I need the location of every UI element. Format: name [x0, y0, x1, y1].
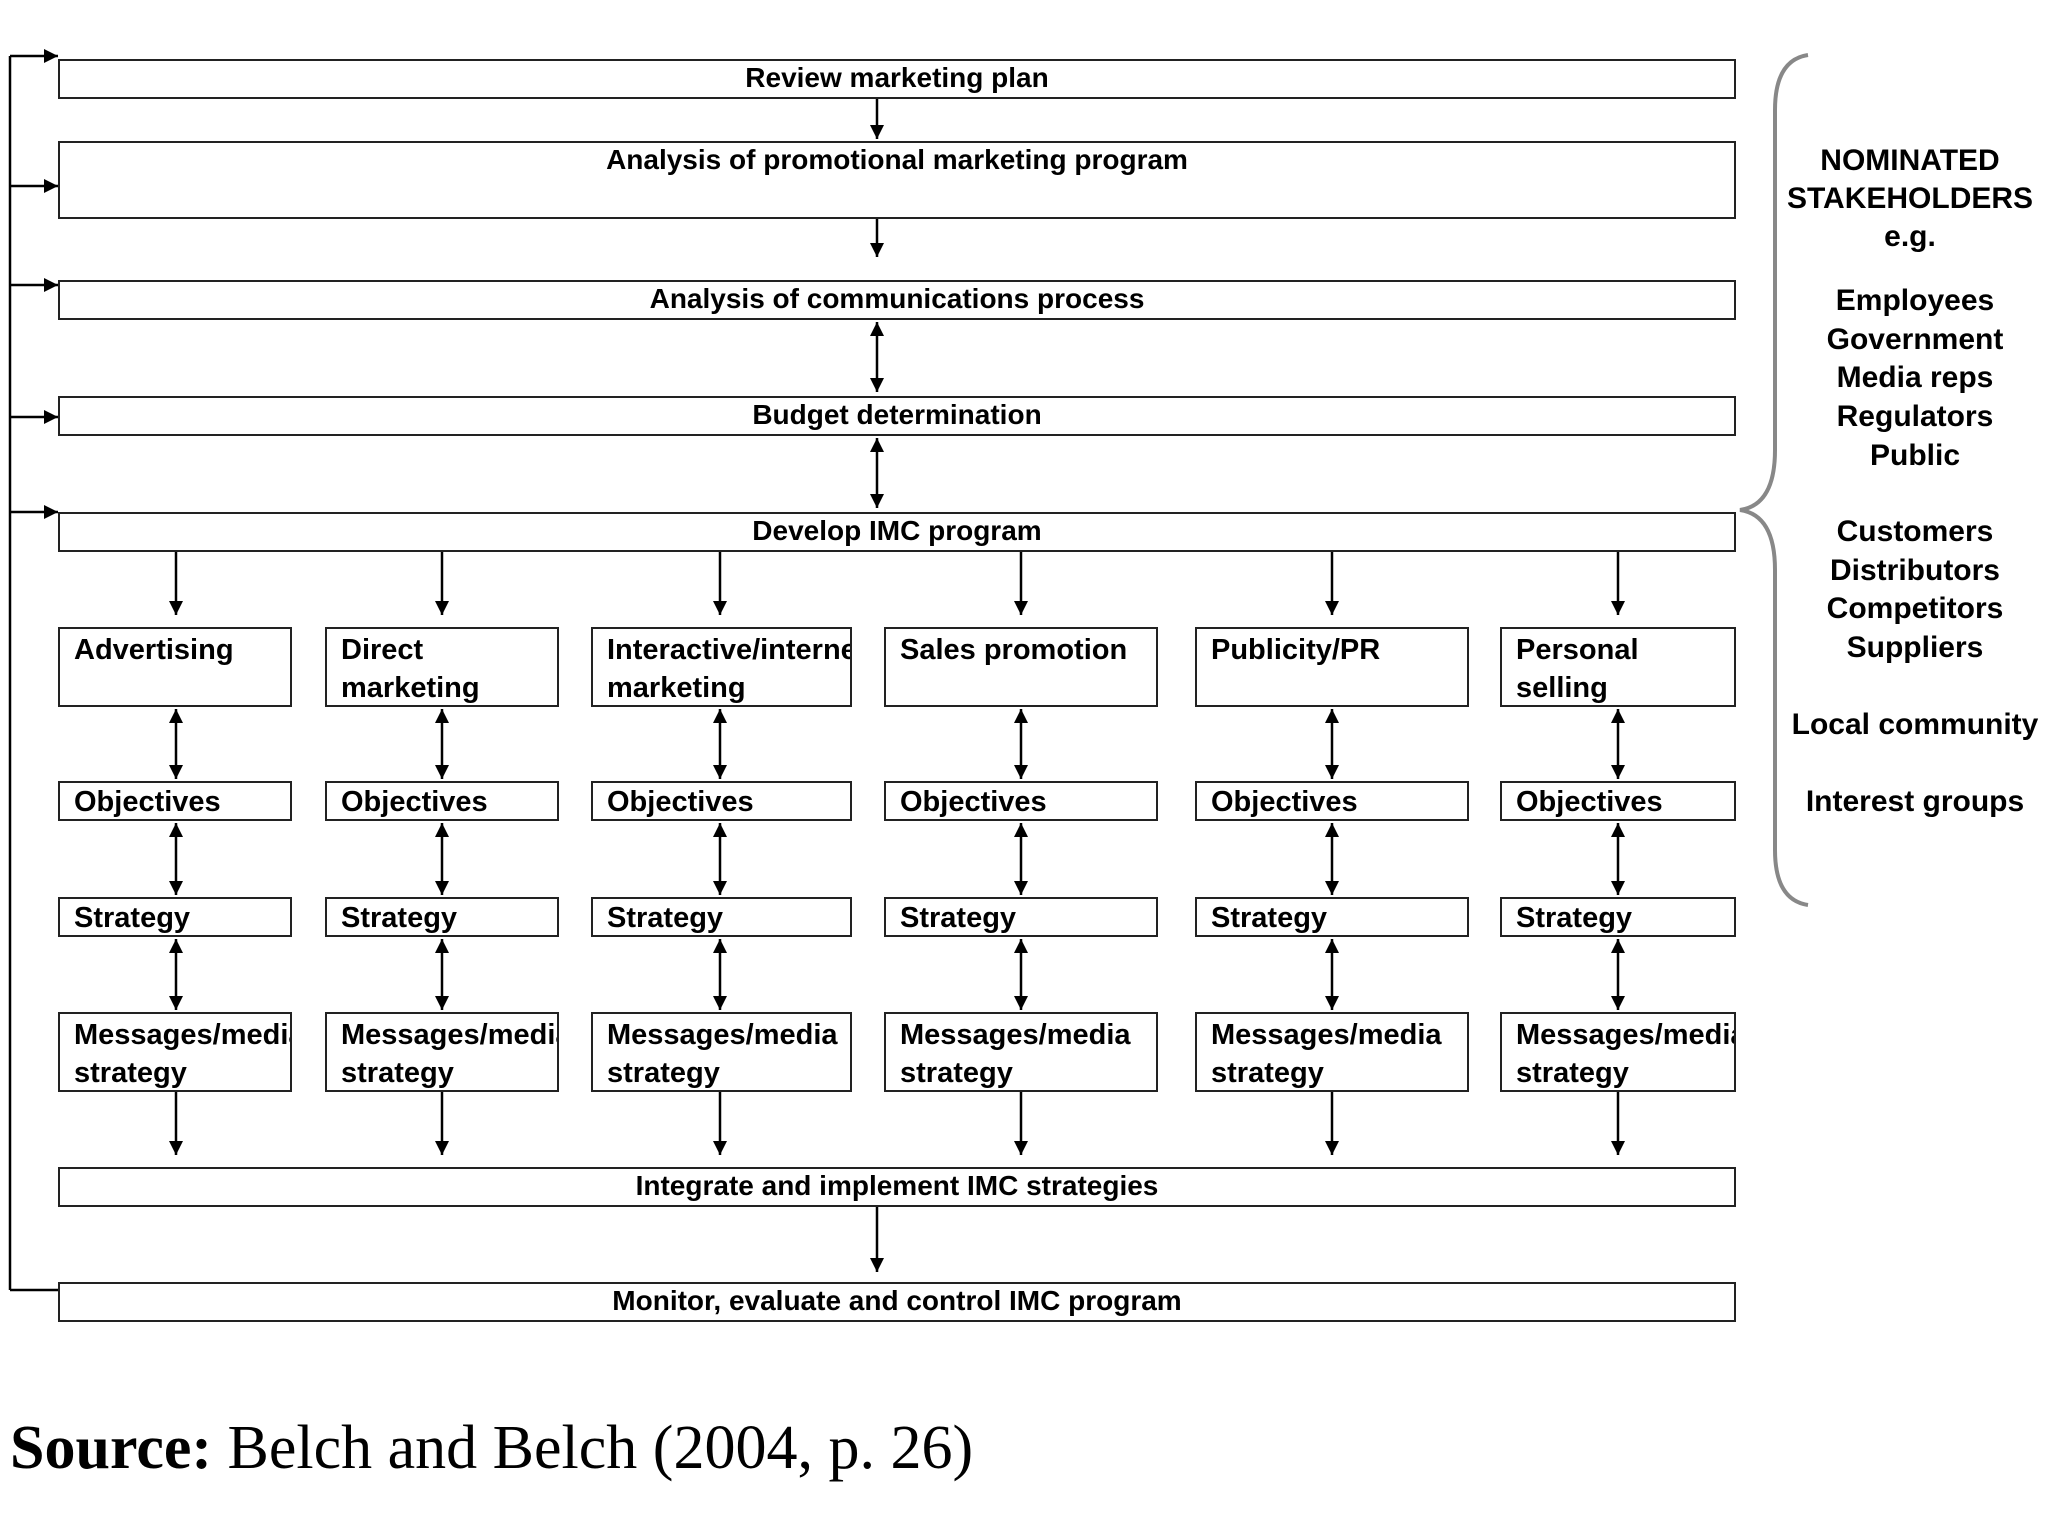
column-header-sales-promotion: Sales promotion: [884, 627, 1158, 707]
step-review-marketing-plan: Review marketing plan: [58, 59, 1736, 99]
step-label: Budget determination: [752, 399, 1042, 430]
stakeholder-item: Employees: [1835, 284, 1995, 317]
stakeholder-item: Customers: [1836, 515, 1994, 548]
stakeholders-title: NOMINATED STAKEHOLDERS e.g.: [1786, 144, 2034, 253]
strategy-box: Strategy: [591, 897, 852, 937]
source-citation: Source: Belch and Belch (2004, p. 26): [10, 1408, 973, 1488]
stakeholder-item: Regulators: [1836, 400, 1994, 433]
column-header-direct-marketing: Direct marketing: [325, 627, 559, 707]
step-analysis-communications-process: Analysis of communications process: [58, 280, 1736, 320]
strategy-box: Strategy: [58, 897, 292, 937]
stakeholder-item: Local community: [1791, 708, 2039, 741]
messages-media-box: Messages/media strategy: [325, 1012, 559, 1092]
step-label: Develop IMC program: [752, 515, 1042, 546]
objectives-box: Objectives: [884, 781, 1158, 821]
column-header-interactive-internet-marketing: Interactive/internet marketing: [591, 627, 852, 707]
stakeholder-item: Interest groups: [1805, 785, 2025, 818]
step-label: Integrate and implement IMC strategies: [635, 1170, 1159, 1201]
messages-media-box: Messages/media strategy: [884, 1012, 1158, 1092]
strategy-box: Strategy: [325, 897, 559, 937]
messages-media-box: Messages/media strategy: [591, 1012, 852, 1092]
step-label: Review marketing plan: [745, 62, 1049, 93]
strategy-box: Strategy: [1195, 897, 1469, 937]
messages-media-box: Messages/media strategy: [58, 1012, 292, 1092]
stakeholder-item: Media reps: [1836, 361, 1994, 394]
step-monitor-evaluate-control: Monitor, evaluate and control IMC progra…: [58, 1282, 1736, 1322]
step-label: Monitor, evaluate and control IMC progra…: [612, 1285, 1182, 1316]
objectives-box: Objectives: [58, 781, 292, 821]
column-header-advertising: Advertising: [58, 627, 292, 707]
strategy-box: Strategy: [884, 897, 1158, 937]
step-label: Analysis of communications process: [649, 283, 1145, 314]
objectives-box: Objectives: [1500, 781, 1736, 821]
step-develop-imc-program: Develop IMC program: [58, 512, 1736, 552]
stakeholder-item: Public: [1869, 439, 1960, 472]
objectives-box: Objectives: [1195, 781, 1469, 821]
column-header-personal-selling: Personal selling: [1500, 627, 1736, 707]
step-analysis-promotional-program: Analysis of promotional marketing progra…: [58, 141, 1736, 219]
column-header-publicity-pr: Publicity/PR: [1195, 627, 1469, 707]
step-label: Analysis of promotional marketing progra…: [606, 144, 1188, 175]
source-text: Belch and Belch (2004, p. 26): [212, 1414, 974, 1482]
stakeholder-brace: [1739, 53, 1809, 907]
messages-media-box: Messages/media strategy: [1500, 1012, 1736, 1092]
stakeholder-item: Distributors: [1829, 554, 2000, 587]
objectives-box: Objectives: [591, 781, 852, 821]
source-label: Source:: [10, 1414, 213, 1482]
messages-media-box: Messages/media strategy: [1195, 1012, 1469, 1092]
stakeholder-item: Suppliers: [1846, 631, 1984, 664]
strategy-box: Strategy: [1500, 897, 1736, 937]
step-integrate-implement: Integrate and implement IMC strategies: [58, 1167, 1736, 1207]
objectives-box: Objectives: [325, 781, 559, 821]
step-budget-determination: Budget determination: [58, 396, 1736, 436]
stakeholder-item: Competitors: [1826, 592, 2004, 625]
stakeholder-item: Government: [1826, 323, 2004, 356]
